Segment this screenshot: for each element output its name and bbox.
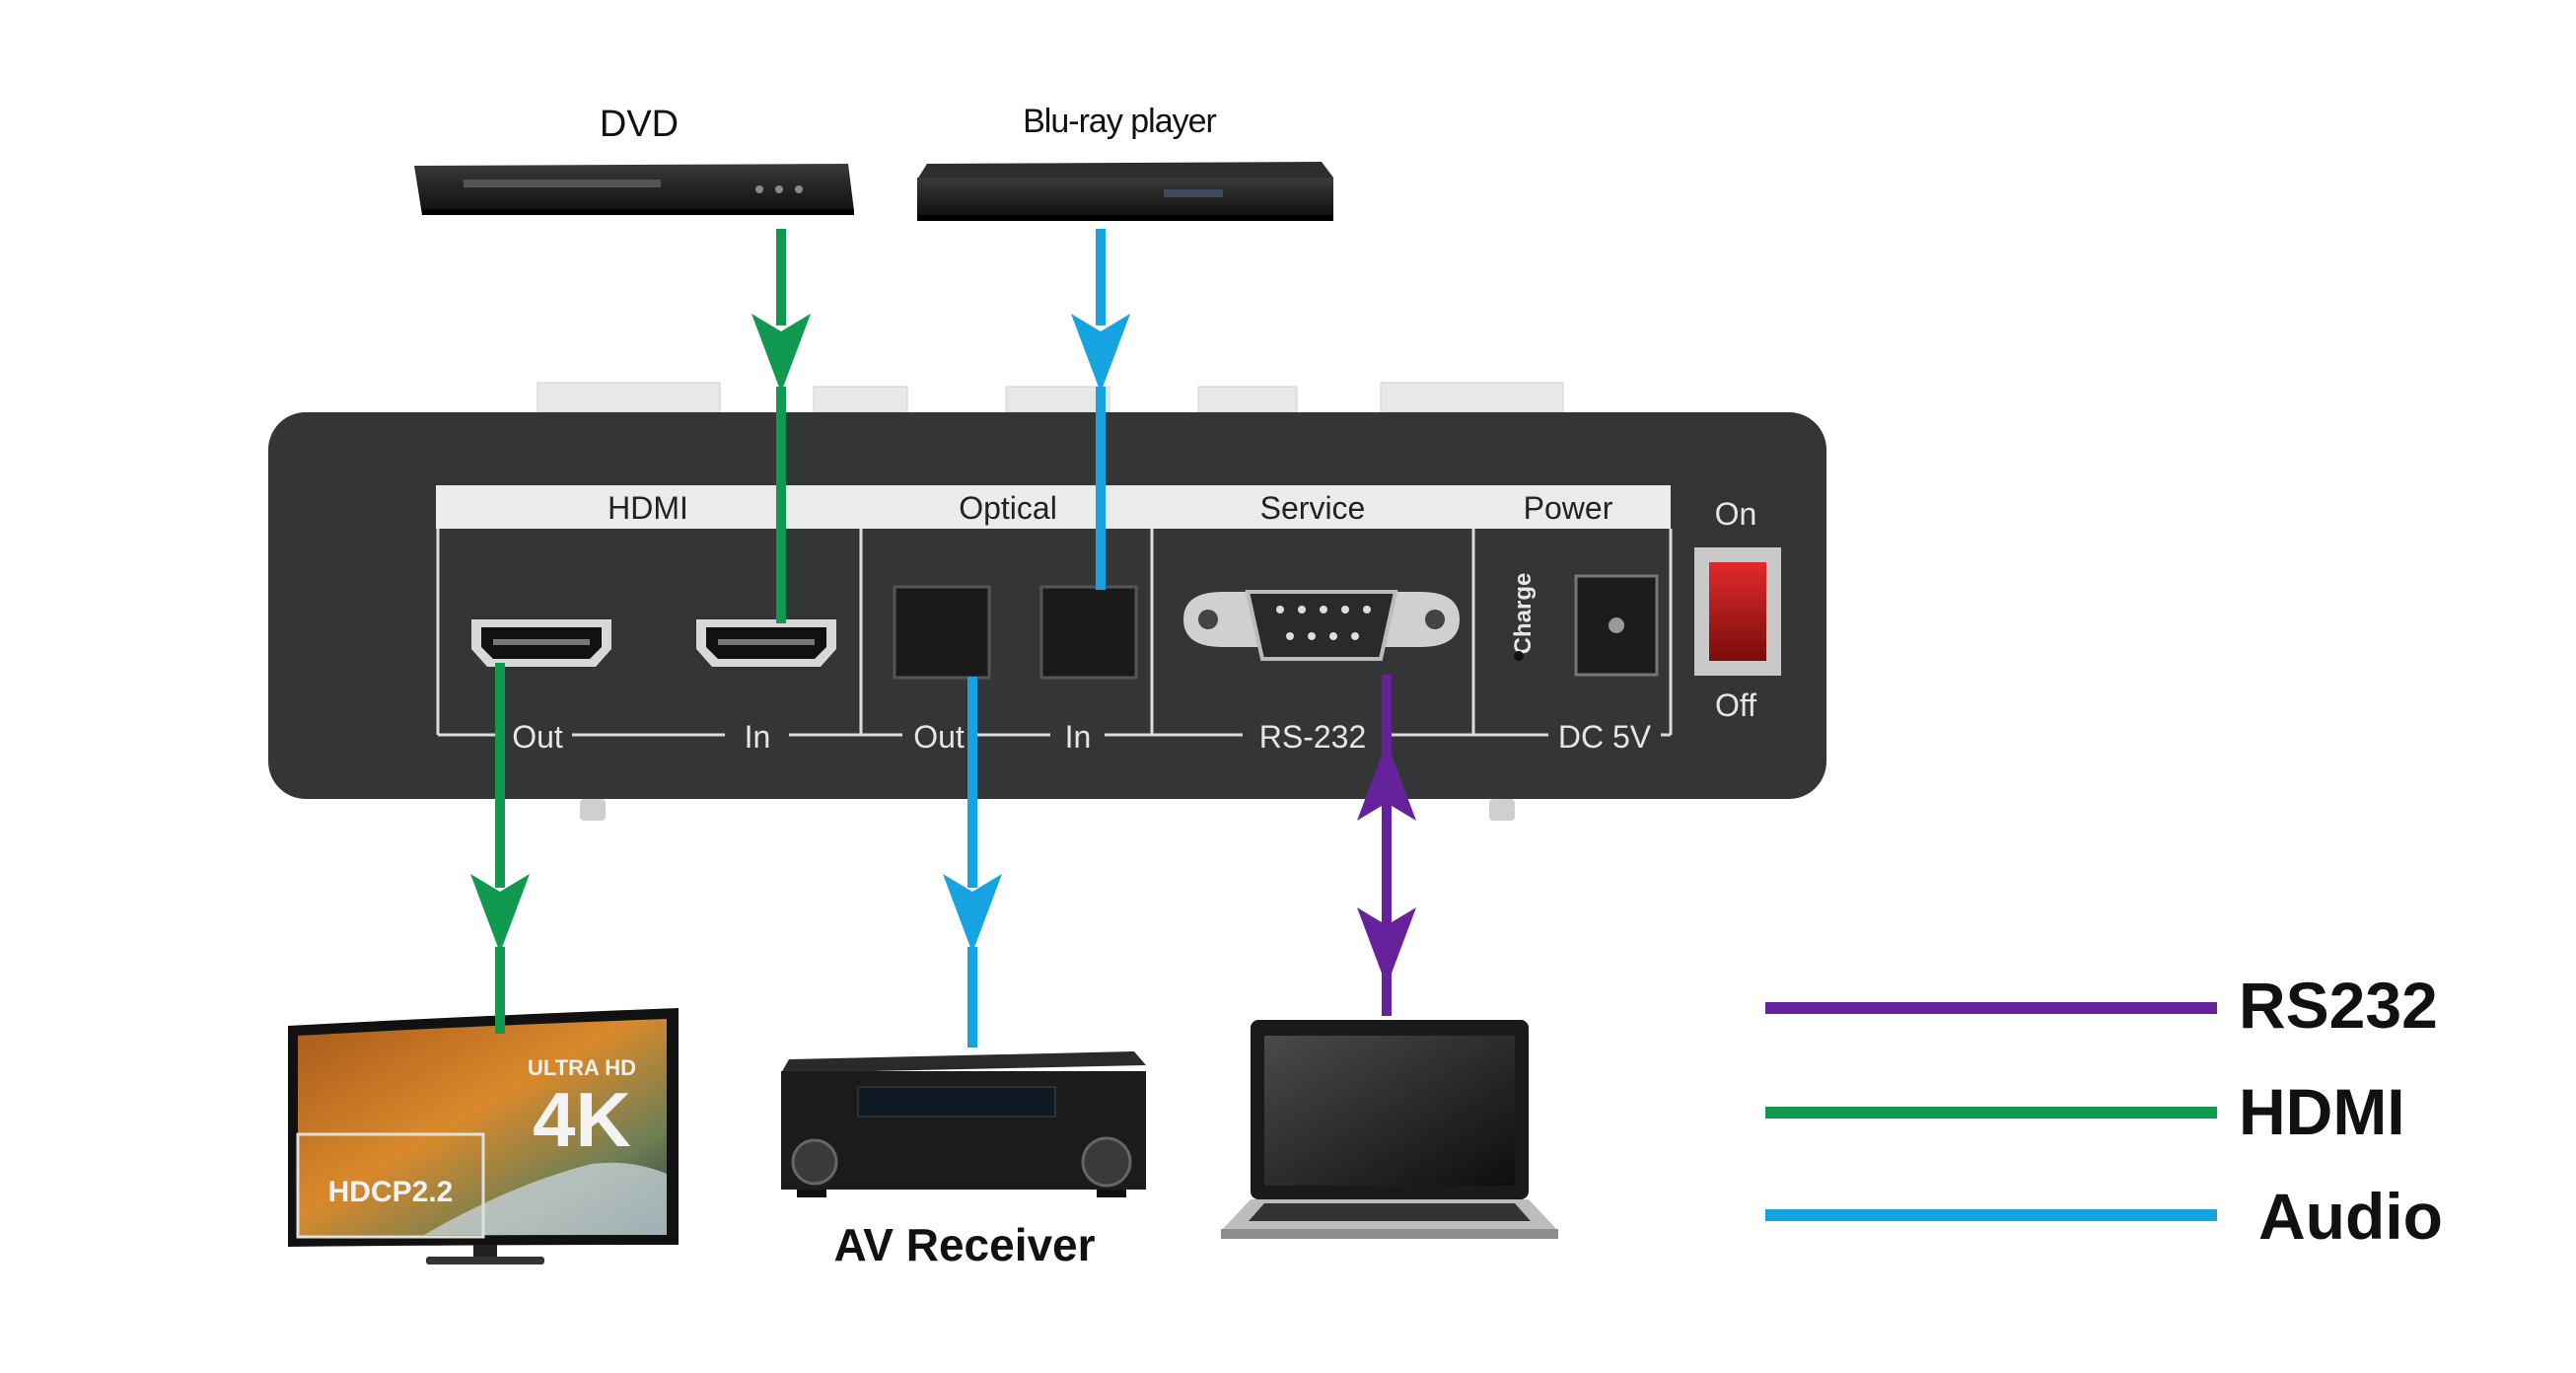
top-connector [1197,386,1298,413]
device-foot [1489,799,1515,821]
av-receiver-label: AV Receiver [833,1219,1095,1270]
receiver-top [781,1051,1146,1073]
dvd-body [414,164,854,215]
top-connector [1380,382,1564,413]
legend-label-hdmi: HDMI [2239,1075,2405,1148]
optical-out-port [893,585,991,680]
receiver-foot [1097,1190,1126,1197]
laptop-screen [1264,1036,1515,1186]
optical-out-label: Out [913,719,965,755]
audio-output-connection [943,677,1002,1048]
panel-header-bar [436,485,1671,529]
power-switch-rocker [1709,562,1766,661]
legend-label-rs232: RS232 [2239,969,2438,1042]
dvd-player: DVD [414,104,854,215]
receiver-input-knob-icon [791,1138,838,1186]
dc-pin-icon [1609,617,1624,633]
bluray-bottom-edge [917,215,1333,221]
optical-in-label: In [1065,719,1092,755]
hdmi-in-port [696,619,836,667]
tv-hdcp-badge-box [296,1132,485,1239]
hdmi-out-port [471,619,611,667]
receiver-display [857,1086,1056,1118]
legend-item-hdmi: HDMI [1765,1075,2405,1148]
legend-item-rs232: RS232 [1765,969,2438,1042]
top-connector [537,382,721,413]
device-foot [580,799,606,821]
bluray-label: Blu-ray player [1023,103,1216,140]
rs232-port [1183,590,1460,661]
tv-hdcp-badge: HDCP2.2 [328,1176,454,1208]
legend: RS232 HDMI Audio [1765,969,2443,1253]
dvd-button-icon [795,185,803,193]
bluray-top [917,162,1333,180]
dvd-button-icon [775,185,783,193]
dvd-bottom-edge [422,209,854,215]
hdmi-input-connection [751,229,811,623]
hdmi-out-label: Out [512,719,563,755]
charge-label: Charge [1510,573,1537,655]
tv-4k-badge: 4K [533,1076,631,1163]
rs232-connection [1357,675,1416,1016]
hdmi-output-connection [470,663,530,1034]
bluray-player: Blu-ray player [917,103,1333,221]
tv-stand-neck [473,1245,497,1259]
legend-item-audio: Audio [1765,1180,2443,1253]
legend-label-audio: Audio [2258,1180,2443,1253]
service-section-title: Service [1260,490,1366,526]
receiver-foot [797,1190,826,1197]
switch-off-label: Off [1715,687,1756,723]
av-receiver: AV Receiver [781,1051,1146,1270]
tv-stand-base [426,1257,544,1265]
extractor-device: HDMI Optical Service Power [268,382,1826,821]
dc-port-label: DC 5V [1558,719,1652,755]
charge-led-icon [1514,651,1524,661]
laptop-base-edge [1221,1229,1558,1239]
optical-in-port [1039,585,1138,680]
uhd-tv: ULTRA HD 4K HDCP2.2 [288,1008,679,1265]
audio-input-connection [1071,229,1130,590]
tv-uhd-badge: ULTRA HD [528,1055,636,1080]
bluray-display [1164,189,1223,197]
switch-on-label: On [1715,496,1757,532]
receiver-volume-knob-icon [1081,1136,1132,1188]
hdmi-section-title: HDMI [608,490,688,526]
dvd-label: DVD [600,104,679,145]
top-connector [813,386,908,413]
laptop-keyboard [1249,1203,1531,1221]
dvd-disc-slot [464,180,661,187]
top-connector [1005,386,1110,413]
rs232-port-label: RS-232 [1259,719,1367,755]
bluray-body [917,178,1333,219]
laptop [1221,1020,1558,1239]
dvd-button-icon [755,185,763,193]
power-section-title: Power [1524,490,1613,526]
hdmi-in-label: In [745,719,771,755]
optical-section-title: Optical [959,490,1057,526]
